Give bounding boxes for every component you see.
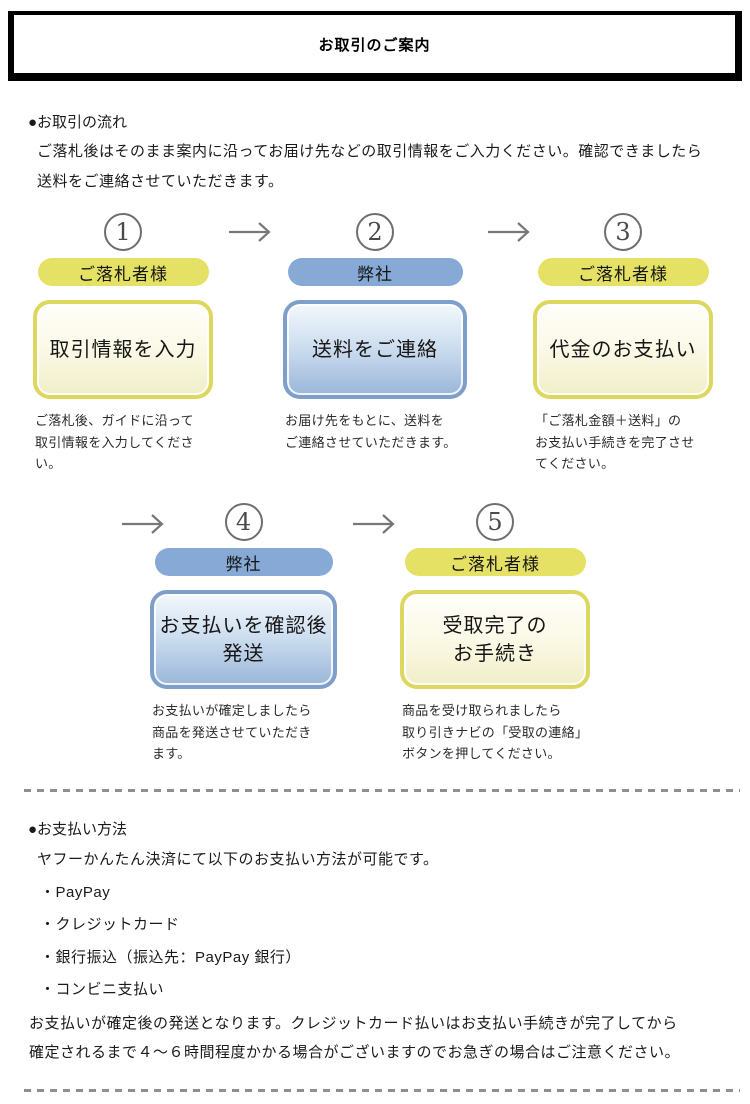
flow-intro-line-1: ご落札後はそのまま案内に沿ってお届け先などの取引情報をご入力ください。確認できま…	[37, 143, 703, 160]
role-label: 弊社	[287, 258, 463, 286]
desc-line: 取引情報を入力してくださ	[35, 434, 194, 450]
payment-note-line-1: お支払いが確定後の発送となります。クレジットカード払いはお支払い手続きが完了して…	[29, 1015, 678, 1032]
page-title: お取引のご案内	[318, 36, 431, 54]
action-line: お支払いを確認後	[159, 614, 328, 637]
payment-method-credit-card: ・クレジットカード	[40, 916, 180, 933]
desc-line: ご落札後、ガイドに沿って	[35, 413, 194, 428]
desc-line: 取り引きナビの「受取の連絡」	[402, 724, 589, 740]
step-description: 「ご落札金額＋送料」の お支払い手続きを完了させ てください。	[533, 410, 695, 475]
step-number: 4	[235, 508, 252, 536]
arrow-right-icon	[351, 511, 397, 537]
desc-line: 商品を受け取られましたら	[402, 703, 562, 718]
dashed-divider	[24, 1089, 740, 1092]
step-number: 1	[115, 218, 131, 246]
payment-section-heading: ●お支払い方法	[28, 821, 128, 838]
flow-intro-line-2: 送料をご連絡させていただきます。	[37, 173, 284, 190]
flow-step-1: 1 ご落札者様 取引情報を入力 ご落札後、ガイドに沿って 取引情報を入力してくだ…	[33, 213, 213, 475]
action-line: 受取完了の	[442, 614, 548, 637]
step-description: ご落札後、ガイドに沿って 取引情報を入力してくださ い。	[33, 410, 194, 475]
step-number: 2	[367, 218, 383, 246]
flow-step-5: 5 ご落札者様 受取完了の お手続き 商品を受け取られましたら 取り引きナビの「…	[400, 503, 590, 765]
desc-line: ご連絡させていただきます。	[285, 434, 457, 450]
role-label: 弊社	[154, 548, 333, 576]
desc-line: お支払いが確定しましたら	[152, 703, 312, 718]
arrow-right-icon	[227, 219, 273, 245]
role-label: ご落札者様	[404, 548, 586, 576]
desc-line: お届け先をもとに、送料を	[285, 413, 444, 428]
step-number-badge: 5	[476, 503, 514, 541]
title-box: お取引のご案内	[8, 11, 742, 81]
desc-line: い。	[35, 456, 62, 471]
flow-step-2: 2 弊社 送料をご連絡 お届け先をもとに、送料を ご連絡させていただきます。	[283, 213, 467, 453]
role-label: ご落札者様	[537, 258, 709, 286]
action-line: 発送	[222, 642, 265, 665]
desc-line: 商品を発送させていただき	[152, 724, 312, 740]
step-description: お支払いが確定しましたら 商品を発送させていただき ます。	[150, 700, 312, 765]
payment-intro: ヤフーかんたん決済にて以下のお支払い方法が可能です。	[37, 851, 439, 868]
action-box: お支払いを確認後 発送	[150, 590, 337, 689]
role-text: 弊社	[357, 264, 393, 284]
arrow-right-icon	[120, 511, 166, 537]
desc-line: ボタンを押してください。	[402, 746, 561, 761]
desc-line: 「ご落札金額＋送料」の	[535, 413, 682, 428]
payment-method-bank-transfer: ・銀行振込（振込先：PayPay 銀行）	[40, 949, 301, 966]
payment-method-convenience-store: ・コンビニ支払い	[40, 981, 165, 998]
action-line: 取引情報を入力	[49, 338, 197, 361]
action-box: 取引情報を入力	[33, 300, 213, 399]
role-text: ご落札者様	[450, 554, 540, 574]
step-number: 3	[615, 218, 631, 246]
payment-method-paypay: ・PayPay	[40, 884, 111, 901]
dashed-divider	[24, 789, 740, 792]
role-text: ご落札者様	[578, 264, 668, 284]
action-line: お手続き	[453, 642, 537, 665]
role-label: ご落札者様	[37, 258, 209, 286]
role-text: ご落札者様	[78, 264, 168, 284]
step-number: 5	[487, 508, 503, 536]
step-number-badge: 4	[224, 503, 263, 541]
desc-line: お支払い手続きを完了させ	[535, 434, 695, 450]
step-number-badge: 3	[604, 213, 642, 251]
flow-section-heading: ●お取引の流れ	[28, 114, 128, 131]
step-description: お届け先をもとに、送料を ご連絡させていただきます。	[283, 410, 457, 453]
desc-line: ます。	[152, 746, 191, 761]
step-description: 商品を受け取られましたら 取り引きナビの「受取の連絡」 ボタンを押してください。	[400, 700, 588, 765]
desc-line: てください。	[535, 456, 615, 471]
arrow-right-icon	[486, 219, 532, 245]
payment-note-line-2: 確定されるまで４～６時間程度かかる場合がございますのでお急ぎの場合はご注意くださ…	[29, 1044, 681, 1061]
flow-step-4: 4 弊社 お支払いを確認後 発送 お支払いが確定しましたら 商品を発送させていた…	[150, 503, 337, 765]
step-number-badge: 2	[356, 213, 394, 251]
flow-step-3: 3 ご落札者様 代金のお支払い 「ご落札金額＋送料」の お支払い手続きを完了させ…	[533, 213, 713, 475]
role-text: 弊社	[225, 554, 262, 574]
action-box: 代金のお支払い	[533, 300, 713, 399]
action-line: 送料をご連絡	[312, 338, 438, 361]
action-box: 受取完了の お手続き	[400, 590, 590, 689]
action-box: 送料をご連絡	[283, 300, 467, 399]
action-line: 代金のお支払い	[549, 338, 697, 361]
step-number-badge: 1	[104, 213, 142, 251]
